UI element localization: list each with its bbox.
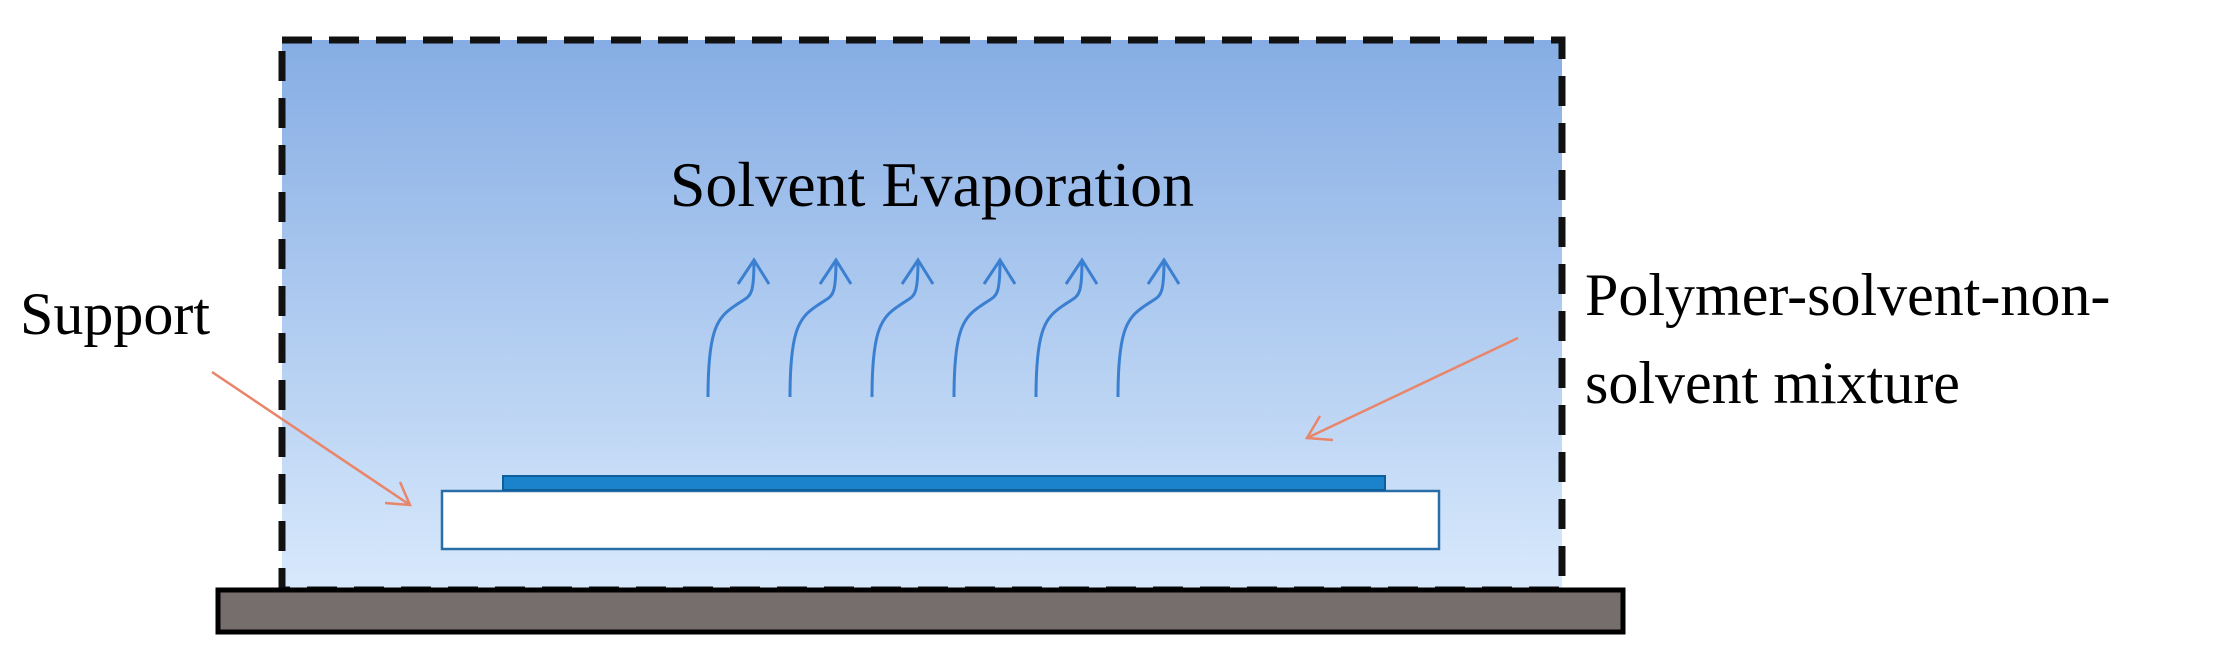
mixture-pointer [1304, 336, 1519, 442]
vapor-arrow-head [982, 257, 1017, 285]
vapor-arrow-head [900, 257, 935, 285]
polymer-film [502, 475, 1386, 491]
mixture-label-line2: solvent mixture [1585, 350, 1960, 416]
vapor-arrow [706, 259, 756, 398]
vapor-arrow [1116, 259, 1166, 398]
vapor-arrow-head [1064, 257, 1099, 285]
base-plate [215, 587, 1626, 635]
vapor-arrow-head [736, 257, 771, 285]
vapor-arrow-head [1146, 257, 1181, 285]
vapor-arrow [788, 259, 838, 398]
support-substrate [440, 489, 1441, 551]
vapor-arrow [1034, 259, 1084, 398]
support-label: Support [20, 281, 210, 347]
support-pointer [211, 370, 412, 507]
diagram-title: Solvent Evaporation [670, 149, 1194, 220]
vapor-arrows-group [706, 257, 1181, 398]
vapor-arrow [952, 259, 1002, 398]
mixture-label-line1: Polymer-solvent-non- [1585, 262, 2110, 328]
vapor-arrow [870, 259, 920, 398]
vapor-arrow-head [818, 257, 853, 285]
